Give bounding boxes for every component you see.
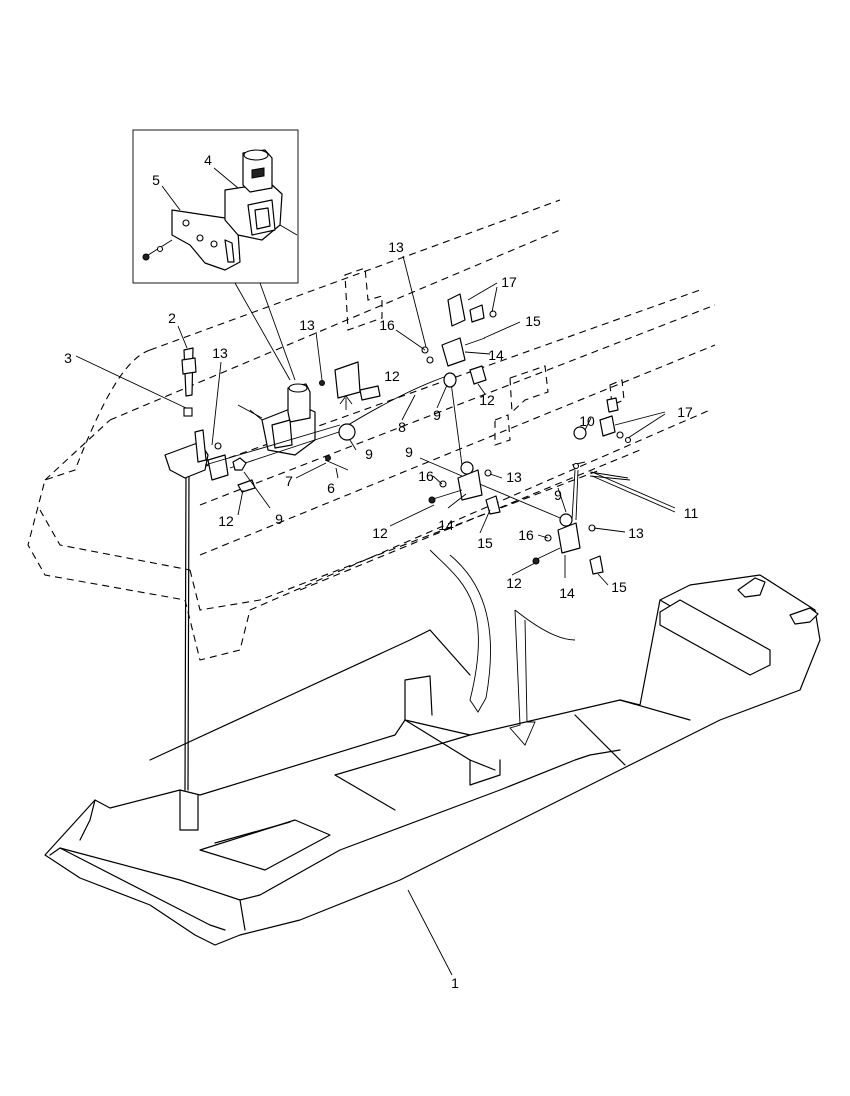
callout-3: 3 xyxy=(64,350,72,366)
callout-1: 1 xyxy=(451,975,459,991)
callout-12-c: 12 xyxy=(384,368,400,384)
callout-12-a: 12 xyxy=(218,513,234,529)
callout-15-b: 15 xyxy=(477,535,493,551)
callout-13-a: 13 xyxy=(212,345,228,361)
callout-10: 10 xyxy=(579,413,595,429)
upper-clip xyxy=(421,293,497,385)
callout-labels: 1 2 3 4 5 6 7 8 9 9 9 9 9 10 11 12 12 12… xyxy=(64,152,698,991)
callout-12-b: 12 xyxy=(372,525,388,541)
callout-16-a: 16 xyxy=(379,317,395,333)
callout-2: 2 xyxy=(168,310,176,326)
callout-9-a: 9 xyxy=(365,446,373,462)
callout-9-b: 9 xyxy=(275,511,283,527)
right-bracket xyxy=(571,397,632,481)
callout-12-e: 12 xyxy=(506,575,522,591)
callout-12-d: 12 xyxy=(479,392,495,408)
callout-17-a: 17 xyxy=(501,274,517,290)
callout-13-c: 13 xyxy=(388,239,404,255)
callout-13-e: 13 xyxy=(628,525,644,541)
middle-clip xyxy=(428,469,501,515)
leader-lines xyxy=(75,167,676,976)
callout-6: 6 xyxy=(327,480,335,496)
callout-9-e: 9 xyxy=(554,487,562,503)
callout-15-a: 15 xyxy=(525,313,541,329)
callout-5: 5 xyxy=(152,172,160,188)
callout-14-a: 14 xyxy=(488,347,504,363)
callout-4: 4 xyxy=(204,152,212,168)
callout-17-b: 17 xyxy=(677,404,693,420)
callout-13-d: 13 xyxy=(506,469,522,485)
callout-9-c: 9 xyxy=(433,407,441,423)
callout-16-b: 16 xyxy=(418,468,434,484)
callout-11: 11 xyxy=(684,505,699,521)
body-outline xyxy=(27,267,711,661)
lower-clip xyxy=(532,522,604,575)
shift-lever xyxy=(164,347,346,493)
floor-pan xyxy=(44,574,821,946)
linkage-cable xyxy=(319,361,579,527)
callout-7: 7 xyxy=(285,473,293,489)
callout-14-c: 14 xyxy=(559,585,575,601)
callout-16-c: 16 xyxy=(518,527,534,543)
transfer-actuator xyxy=(237,383,316,456)
inset-detail xyxy=(132,129,299,381)
routing-arrows xyxy=(429,549,576,746)
callout-14-b: 14 xyxy=(438,517,454,533)
callout-15-c: 15 xyxy=(611,579,627,595)
shift-cable xyxy=(184,469,190,791)
callout-8: 8 xyxy=(398,419,406,435)
callout-9-d: 9 xyxy=(405,444,413,460)
callout-13-b: 13 xyxy=(299,317,315,333)
